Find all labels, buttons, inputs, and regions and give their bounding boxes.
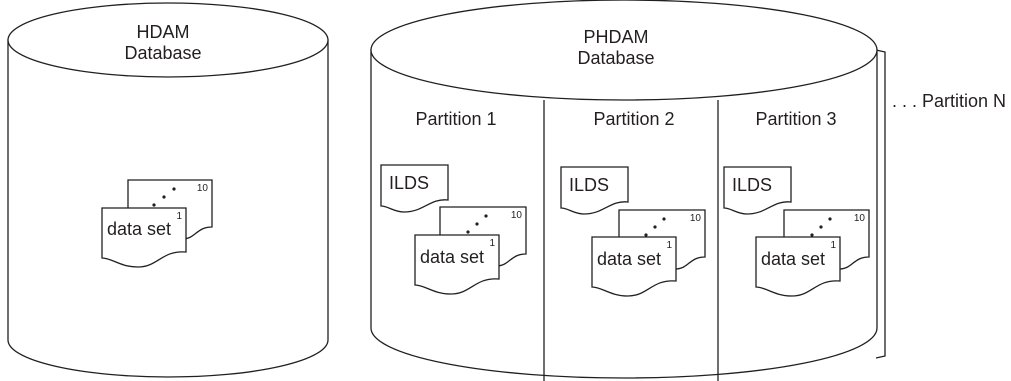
front-page-number: 1	[176, 211, 182, 222]
ilds-page	[560, 166, 629, 215]
dataset-label: data set	[761, 249, 825, 269]
dataset-label: data set	[107, 219, 171, 239]
hdam-dataset-stack: 10 1 data set	[101, 179, 213, 268]
more-partitions-label: . . . Partition N	[892, 91, 1006, 111]
ellipsis-dots	[466, 214, 488, 234]
hdam-database: HDAM Database 10 1 data set	[7, 2, 329, 378]
ellipsis-dots	[644, 217, 666, 237]
dataset-label: data set	[420, 247, 484, 267]
partition-1: Partition 1 ILDS 10 1 data set	[380, 109, 527, 295]
ellipsis-dots	[152, 187, 176, 207]
hdam-title-line1: HDAM	[137, 22, 190, 42]
partition-label: Partition 3	[755, 109, 836, 129]
ilds-label: ILDS	[389, 173, 429, 193]
phdam-database: PHDAM Database . . . Partition N Partiti…	[370, 0, 1006, 381]
front-page-number: 1	[666, 240, 672, 251]
dataset-front-page	[591, 236, 677, 297]
partition-2: Partition 2 ILDS 10 1 data set	[560, 109, 706, 297]
partition-label: Partition 2	[593, 109, 674, 129]
front-page-number: 1	[489, 238, 495, 249]
hdam-cylinder-top	[7, 2, 329, 78]
ilds-label: ILDS	[569, 175, 609, 195]
ilds-page	[380, 164, 449, 213]
phdam-title-line2: Database	[577, 48, 654, 68]
dataset-front-page	[101, 207, 187, 268]
partition-label: Partition 1	[415, 109, 496, 129]
phdam-partition-edge	[875, 49, 886, 359]
dataset-label: data set	[597, 249, 661, 269]
ellipsis-dots	[810, 217, 832, 237]
back-page-number: 10	[854, 213, 866, 224]
dataset-front-page	[414, 234, 500, 295]
dataset-front-page	[755, 236, 841, 297]
phdam-cylinder-top	[370, 0, 878, 101]
back-page-number: 10	[197, 183, 209, 194]
front-page-number: 1	[830, 240, 836, 251]
phdam-title-line1: PHDAM	[583, 27, 648, 47]
back-page-number: 10	[511, 210, 523, 221]
back-page-number: 10	[690, 213, 702, 224]
partition-3: Partition 3 ILDS 10 1 data set	[723, 109, 870, 297]
hdam-title-line2: Database	[124, 43, 201, 63]
ilds-page	[723, 166, 792, 215]
ilds-label: ILDS	[732, 175, 772, 195]
